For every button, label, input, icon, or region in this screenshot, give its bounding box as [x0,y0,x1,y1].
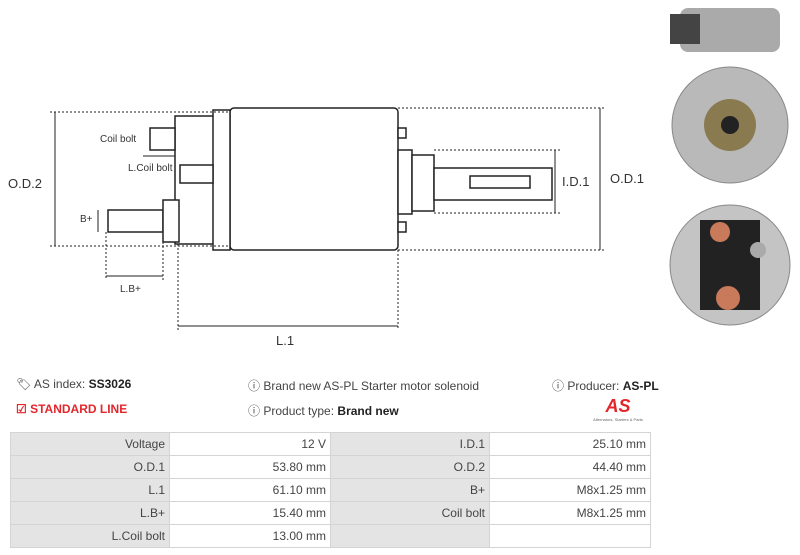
spec-label [330,524,490,548]
spec-label: O.D.2 [330,455,490,479]
spec-value: 25.10 mm [489,432,651,456]
spec-label: L.B+ [10,501,170,525]
spec-label: Coil bolt [330,501,490,525]
spec-value: 13.00 mm [169,524,331,548]
as-index: 🏷 AS index: SS3026 [16,377,132,391]
spec-label: B+ [330,478,490,502]
info-icon: ⓘ [248,404,261,418]
technical-drawing: O.D.2 O.D.1 I.D.1 L.1 L.B+ B+ Coil bolt … [8,107,644,348]
od2-label: O.D.2 [8,176,42,191]
lcoil-bolt-label: L.Coil bolt [128,163,173,174]
info-icon: ⓘ [552,379,565,393]
spec-value: M8x1.25 mm [489,478,651,502]
spec-value [489,524,651,548]
tag-icon: 🏷 [16,377,32,391]
bplus-label: B+ [80,214,93,225]
od1-label: O.D.1 [610,171,644,186]
spec-value: 61.10 mm [169,478,331,502]
spec-label: L.Coil bolt [10,524,170,548]
spec-label: L.1 [10,478,170,502]
producer: ⓘ Producer: AS-PL [552,379,659,393]
spec-value: 15.40 mm [169,501,331,525]
info-icon: ⓘ [248,379,261,393]
spec-label: O.D.1 [10,455,170,479]
lb-label: L.B+ [120,284,141,295]
coil-bolt-label: Coil bolt [100,134,136,145]
checkbox-icon: ☑ [16,402,27,416]
spec-value: M8x1.25 mm [489,501,651,525]
standard-line: ☑ STANDARD LINE [16,402,128,416]
l1-label: L.1 [276,333,294,348]
product-photos [669,8,791,326]
description: ⓘ Brand new AS-PL Starter motor solenoid [248,379,480,393]
spec-value: 53.80 mm [169,455,331,479]
spec-label: Voltage [10,432,170,456]
product-type: ⓘ Product type: Brand new [248,404,399,418]
as-pl-logo: AS Alternators, Starters & Parts [593,396,643,422]
spec-value: 12 V [169,432,331,456]
spec-value: 44.40 mm [489,455,651,479]
id1-label: I.D.1 [562,174,589,189]
spec-label: I.D.1 [330,432,490,456]
